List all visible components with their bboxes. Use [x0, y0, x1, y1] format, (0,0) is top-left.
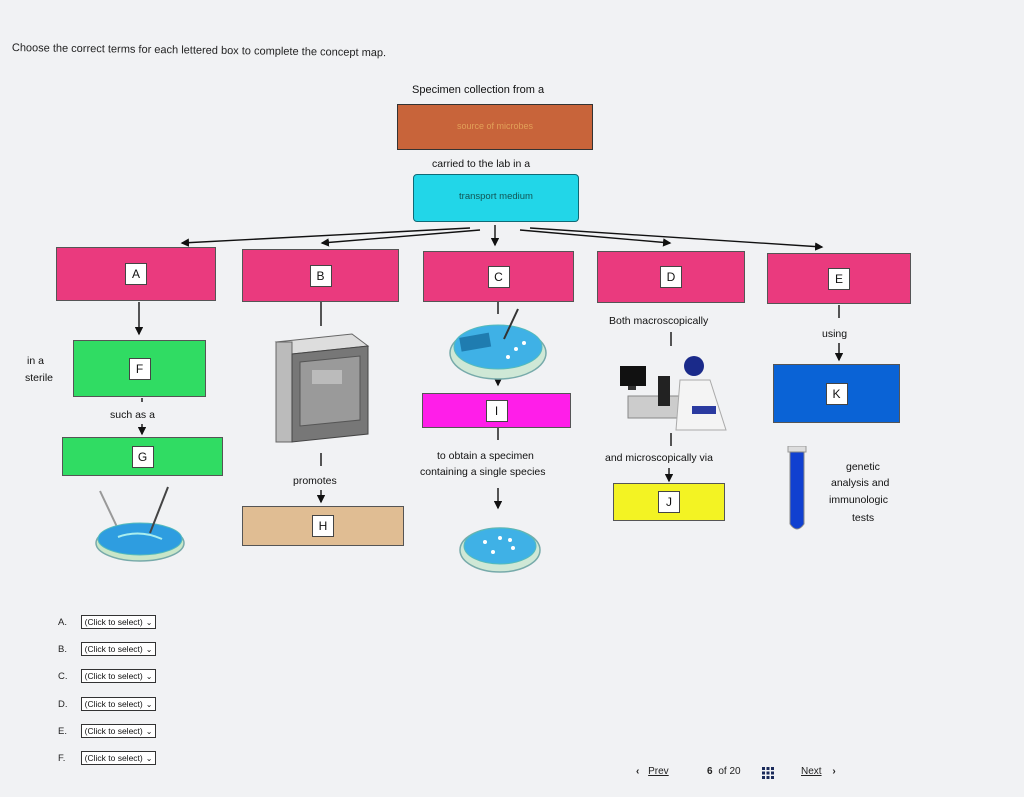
- box-f[interactable]: F: [73, 340, 206, 397]
- box-i[interactable]: I: [422, 393, 571, 428]
- box-a[interactable]: A: [56, 247, 216, 301]
- petri-dish-inoculation-icon: [449, 308, 547, 380]
- box-h[interactable]: H: [242, 506, 404, 546]
- chevron-down-icon: ⌄: [145, 644, 153, 654]
- petri-dish-colonies-icon: [459, 527, 541, 573]
- page-indicator: 6 of 20: [707, 766, 741, 777]
- box-c[interactable]: C: [423, 251, 574, 302]
- box-f-letter: F: [128, 357, 151, 380]
- chevron-down-icon: ⌄: [145, 671, 153, 681]
- select-d-dropdown[interactable]: (Click to select)⌄: [80, 697, 157, 711]
- select-row-b: B. (Click to select)⌄: [58, 642, 157, 656]
- microscope-scientist-icon: [620, 356, 727, 431]
- select-e-value: (Click to select): [84, 726, 143, 736]
- select-f-dropdown[interactable]: (Click to select)⌄: [80, 751, 157, 765]
- chevron-down-icon: ⌄: [145, 699, 153, 709]
- transport-medium-box: transport medium: [413, 174, 579, 222]
- select-letter-d: D.: [58, 699, 68, 710]
- promotes-label: promotes: [293, 475, 337, 487]
- select-a-dropdown[interactable]: (Click to select)⌄: [80, 615, 157, 629]
- prev-label: Prev: [648, 766, 669, 777]
- select-b-value: (Click to select): [84, 644, 143, 654]
- select-c-dropdown[interactable]: (Click to select)⌄: [80, 669, 157, 683]
- next-label: Next: [801, 766, 822, 777]
- box-h-letter: H: [312, 515, 334, 537]
- box-g-letter: G: [131, 445, 154, 468]
- tests-label: tests: [852, 512, 875, 524]
- single-species-label: containing a single species: [420, 466, 546, 478]
- select-letter-b: B.: [58, 644, 67, 655]
- analysis-and-label: analysis and: [831, 477, 890, 489]
- select-row-a: A. (Click to select)⌄: [58, 615, 157, 629]
- select-a-value: (Click to select): [84, 617, 143, 627]
- sterile-label: sterile: [25, 372, 54, 384]
- source-box-text: source of microbes: [456, 121, 534, 131]
- box-k[interactable]: K: [773, 364, 900, 423]
- microscopically-via-label: and microscopically via: [605, 452, 713, 464]
- box-e-letter: E: [828, 267, 850, 290]
- in-a-label: in a: [27, 355, 44, 367]
- incubator-icon: [274, 333, 370, 443]
- specimen-label: Specimen collection from a: [412, 84, 545, 96]
- page-total: of 20: [718, 766, 741, 777]
- select-f-value: (Click to select): [84, 753, 143, 763]
- select-d-value: (Click to select): [84, 699, 143, 709]
- select-b-dropdown[interactable]: (Click to select)⌄: [80, 642, 157, 656]
- box-d-letter: D: [660, 266, 682, 288]
- box-a-letter: A: [125, 263, 147, 285]
- select-c-value: (Click to select): [84, 671, 143, 681]
- select-letter-f: F.: [58, 753, 66, 764]
- select-row-c: C. (Click to select)⌄: [58, 669, 157, 683]
- select-row-e: E. (Click to select)⌄: [58, 724, 157, 738]
- box-i-letter: I: [485, 399, 508, 422]
- select-letter-e: E.: [58, 726, 67, 737]
- chevron-right-icon: ›: [832, 766, 836, 777]
- select-letter-a: A.: [58, 617, 67, 628]
- box-b[interactable]: B: [242, 249, 399, 302]
- grid-icon-svg: [762, 767, 774, 779]
- petri-dish-streak-icon: [95, 486, 185, 562]
- obtain-specimen-label: to obtain a specimen: [437, 450, 534, 462]
- transport-medium-text: transport medium: [459, 191, 533, 202]
- select-row-d: D. (Click to select)⌄: [58, 697, 157, 711]
- using-label: using: [822, 328, 848, 340]
- select-row-f: F. (Click to select)⌄: [58, 751, 157, 765]
- chevron-down-icon: ⌄: [145, 617, 153, 627]
- chevron-left-icon: ‹: [636, 766, 640, 777]
- genetic-label: genetic: [846, 461, 880, 473]
- chevron-down-icon: ⌄: [145, 726, 153, 736]
- chevron-down-icon: ⌄: [145, 753, 153, 763]
- box-j[interactable]: J: [613, 483, 725, 521]
- box-j-letter: J: [658, 491, 680, 513]
- box-c-letter: C: [487, 265, 510, 288]
- box-k-letter: K: [825, 382, 848, 405]
- prev-button[interactable]: ‹ Prev: [636, 766, 669, 777]
- box-e[interactable]: E: [767, 253, 911, 304]
- box-d[interactable]: D: [597, 251, 745, 303]
- source-box: source of microbes: [397, 104, 593, 150]
- select-letter-c: C.: [58, 671, 68, 682]
- box-b-letter: B: [309, 264, 332, 287]
- immunologic-label: immunologic: [829, 494, 888, 506]
- such-as-label: such as a: [110, 409, 155, 421]
- test-tube-icon: [787, 446, 807, 530]
- select-e-dropdown[interactable]: (Click to select)⌄: [80, 724, 157, 738]
- grid-icon[interactable]: [762, 766, 774, 779]
- carried-label: carried to the lab in a: [432, 158, 531, 170]
- box-g[interactable]: G: [62, 437, 223, 476]
- both-macroscopically-label: Both macroscopically: [609, 315, 709, 327]
- next-button[interactable]: Next ›: [801, 766, 836, 777]
- page-current: 6: [707, 766, 713, 777]
